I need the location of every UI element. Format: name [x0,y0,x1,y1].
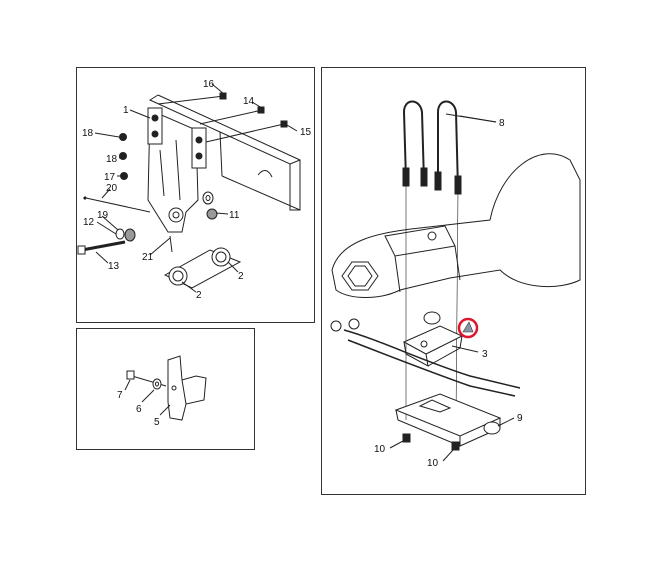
leaf-spring [330,318,521,397]
callout-3: 3 [482,349,488,360]
callout-16: 16 [203,79,215,90]
shackle-bushings [163,247,242,289]
callout-2b: 2 [238,271,244,282]
callout-14: 14 [243,96,255,107]
highlighted-part-4[interactable] [457,317,479,339]
callout-5: 5 [154,417,160,428]
callout-1: 1 [123,105,129,116]
bracket-detail-panel [76,328,255,450]
bracket-detail-drawing [124,355,207,421]
callout-10a: 10 [374,444,386,455]
leader-lines-r [389,113,515,462]
callout-6: 6 [136,404,142,415]
callout-19: 19 [97,210,109,221]
callout-13: 13 [108,261,120,272]
callout-12: 12 [83,217,95,228]
callout-21: 21 [142,252,154,263]
leader-lines-tl [94,83,298,293]
spring-seat [402,311,464,367]
callout-15: 15 [300,127,312,138]
callout-10b: 10 [427,458,439,469]
callouts: 16 1 14 18 15 18 17 20 11 19 12 21 13 2 … [82,79,523,469]
callout-7: 7 [117,390,123,401]
callout-17: 17 [104,172,116,183]
bolts-and-nuts-tl [77,92,288,255]
callout-2a: 2 [196,290,202,301]
spring-plate [394,393,502,451]
frame-rail [148,94,301,211]
callout-18: 18 [82,128,94,139]
callout-11: 11 [229,210,240,221]
callout-18b: 18 [106,154,118,165]
u-bolts [402,100,462,421]
axle-housing [331,153,581,298]
callout-20: 20 [106,183,118,194]
shackle-bracket [147,107,207,233]
callout-8: 8 [499,118,505,129]
callout-9: 9 [517,413,523,424]
